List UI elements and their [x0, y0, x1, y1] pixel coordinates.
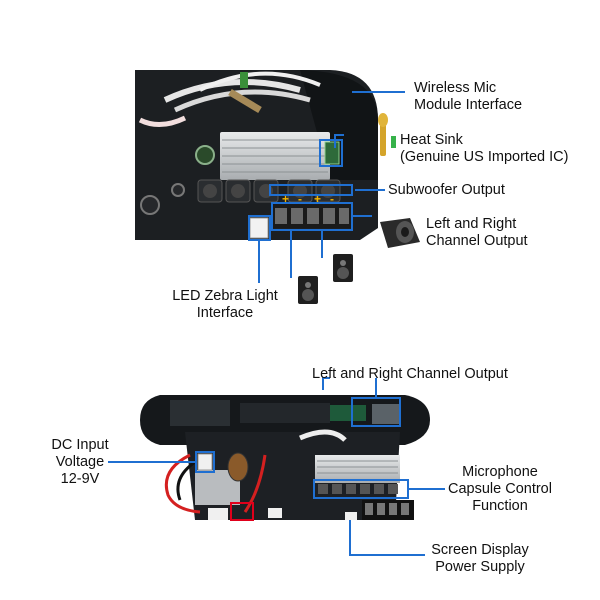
led-zebra-label-line1: LED Zebra Light	[172, 288, 278, 304]
speaker-icon	[380, 218, 420, 248]
bottom-pointers	[108, 377, 445, 556]
mic-control-buttons	[318, 484, 398, 494]
subwoofer-label-line1: Subwoofer Output	[388, 182, 505, 198]
screen-power-label-line1: Screen Display	[431, 542, 529, 558]
wireless-mic-label-line2: Module Interface	[414, 97, 523, 113]
top-amplifier-board	[135, 70, 378, 240]
terminal-mark-4: -	[330, 192, 334, 206]
speaker-icon-left	[298, 276, 318, 304]
terminal-mark-3: +	[314, 192, 321, 206]
dc-input-label-line1: DC Input	[51, 437, 109, 453]
lr-output-top-label-line2: Channel Output	[426, 233, 528, 249]
mic-capsule-label-line2: Capsule Control	[448, 481, 552, 497]
speaker-icon-right	[333, 254, 353, 282]
wireless-mic-label-line1: Wireless Mic	[414, 80, 497, 96]
top-terminal-block	[272, 204, 352, 228]
dc-input-label-line2: Voltage	[55, 454, 105, 470]
led-zebra-label: LED Zebra Light Interface	[160, 288, 290, 322]
mic-capsule-label-line1: Microphone	[462, 464, 538, 480]
wireless-mic-label: Wireless Mic Module Interface	[414, 80, 522, 114]
lr-output-bottom-label: Left and Right Channel Output	[312, 366, 508, 383]
dc-input-label: DC Input Voltage 12-9V	[38, 437, 122, 488]
heat-sink-label: Heat Sink (Genuine US Imported IC)	[400, 132, 568, 166]
screen-power-label: Screen Display Power Supply	[420, 542, 540, 576]
lr-output-bottom-label-line1: Left and Right Channel Output	[312, 366, 508, 382]
dc-input-label-line3: 12-9V	[60, 471, 100, 487]
lr-output-top-label: Left and Right Channel Output	[426, 216, 528, 250]
heat-sink-label-line2: (Genuine US Imported IC)	[400, 149, 569, 165]
screen-power-label-line2: Power Supply	[435, 559, 525, 575]
lr-output-top-label-line1: Left and Right	[426, 216, 517, 232]
terminal-mark-1: +	[282, 192, 289, 206]
heat-sink-label-line1: Heat Sink	[400, 132, 463, 148]
subwoofer-label: Subwoofer Output	[388, 182, 505, 199]
top-pointers	[248, 91, 405, 283]
terminal-mark-2: -	[298, 192, 302, 206]
red-highlight-box	[230, 502, 254, 521]
microphone-icon	[378, 113, 396, 156]
bottom-heat-sink	[315, 455, 400, 483]
led-zebra-label-line2: Interface	[196, 305, 254, 321]
mic-capsule-label-line3: Function	[472, 498, 528, 514]
mic-capsule-label: Microphone Capsule Control Function	[438, 464, 562, 515]
bottom-amplifier-board	[140, 395, 430, 520]
led-zebra-connector	[249, 217, 269, 239]
